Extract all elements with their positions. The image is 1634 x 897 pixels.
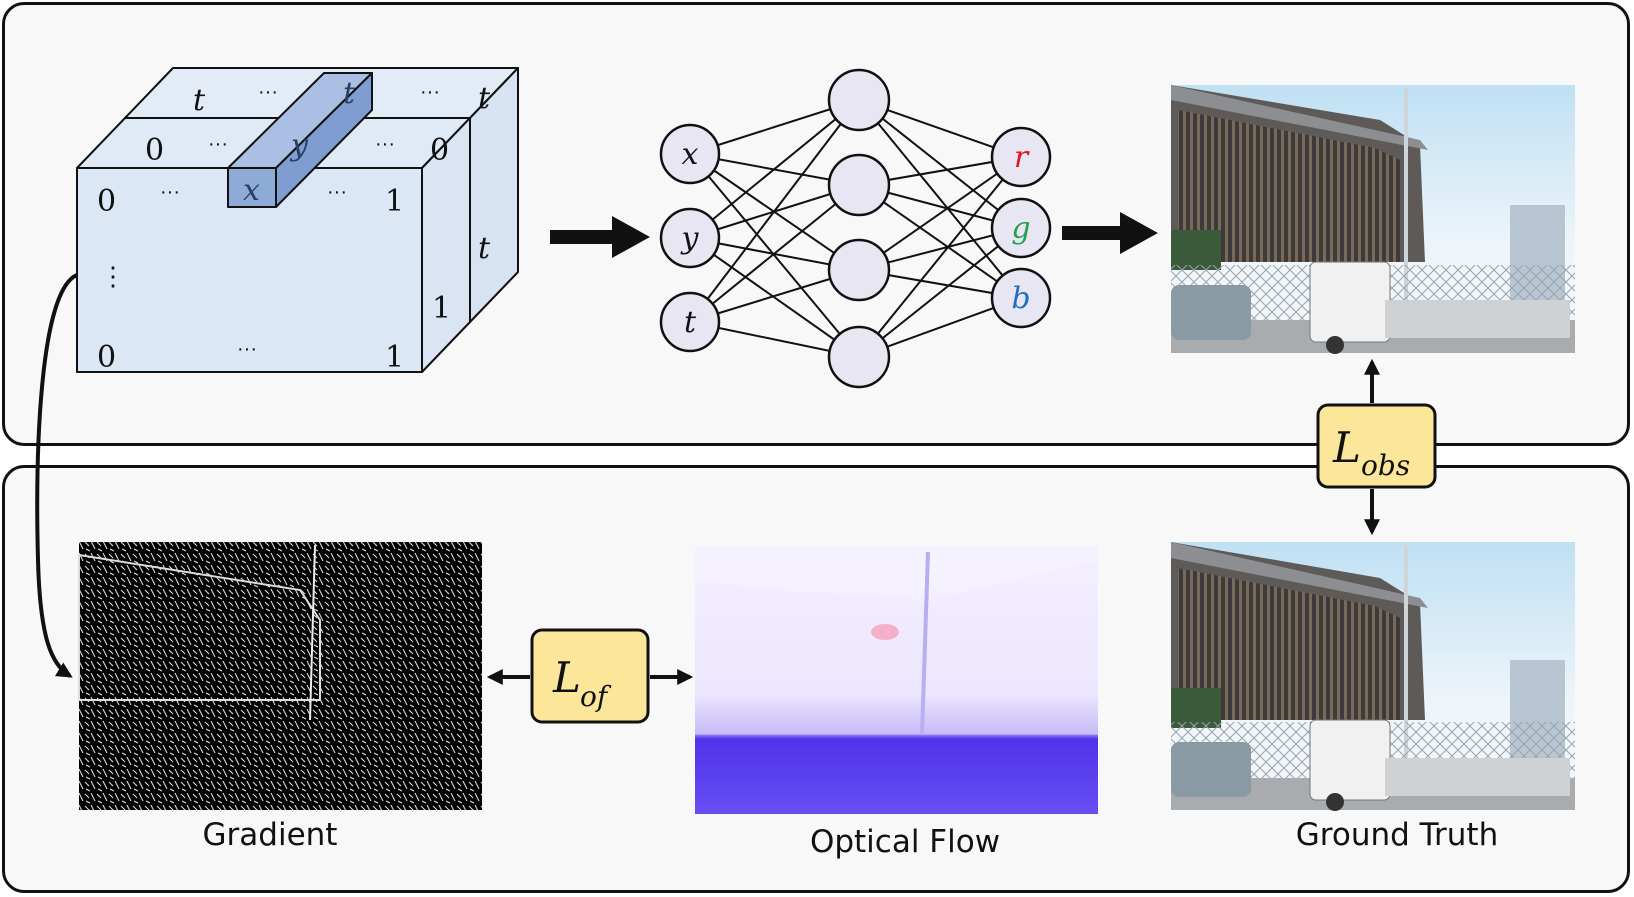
edge-in0-h3 bbox=[689, 153, 860, 358]
cube-back-t1: t bbox=[193, 83, 206, 118]
output-node-r-label: r bbox=[1014, 140, 1030, 175]
hidden-node-2 bbox=[827, 153, 891, 217]
bar-label-t: t bbox=[343, 76, 356, 111]
edge-in1-h0 bbox=[689, 99, 860, 239]
edge-h2-out0 bbox=[858, 156, 1022, 271]
loss-obs-base: L bbox=[1332, 423, 1361, 472]
output-node-g-label: g bbox=[1011, 211, 1030, 246]
edge-in2-h0 bbox=[689, 99, 860, 323]
cube-front-0-bl: 0 bbox=[97, 340, 116, 375]
network-edges bbox=[689, 99, 1022, 358]
cube-back-dots1: ··· bbox=[258, 81, 278, 103]
loss-obs-box: L obs bbox=[1316, 403, 1437, 489]
bar-front bbox=[227, 167, 277, 208]
cube-mid-side-1: 1 bbox=[432, 291, 451, 326]
network-nodes: x y t r gb bbox=[659, 68, 1052, 389]
hidden-node-4 bbox=[827, 325, 891, 389]
edge-h3-out1 bbox=[858, 227, 1022, 358]
cube-front-dots-top2: ··· bbox=[327, 181, 347, 203]
loss-of-base: L bbox=[552, 653, 581, 702]
cube-mid-dots-a: ··· bbox=[208, 133, 228, 155]
cube-mid-0b: 0 bbox=[430, 133, 449, 168]
ground-truth-image bbox=[1171, 542, 1575, 811]
output-node-r: r bbox=[990, 126, 1052, 188]
coordinate-cube bbox=[76, 67, 519, 373]
cube-front-0-tl: 0 bbox=[97, 184, 116, 219]
output-node-b-label: b bbox=[1011, 281, 1030, 316]
input-node-x-label: x bbox=[682, 137, 699, 172]
edge-h0-out2 bbox=[858, 99, 1022, 299]
cube-front-dots-bottom: ··· bbox=[237, 338, 257, 360]
cube-front-1-tr: 1 bbox=[385, 184, 404, 219]
input-node-x: x bbox=[659, 123, 721, 185]
bar-label-x: x bbox=[243, 173, 260, 208]
input-node-y: y bbox=[659, 207, 721, 269]
output-node-g: g bbox=[990, 197, 1052, 259]
arrow-network-to-output bbox=[1062, 212, 1158, 254]
cube-front-vdots: ⋮ bbox=[100, 261, 126, 291]
edge-h1-out2 bbox=[858, 184, 1022, 299]
bar-label-y: y bbox=[289, 128, 309, 163]
hidden-node-1 bbox=[827, 68, 891, 132]
input-node-t-label: t bbox=[684, 305, 697, 340]
cube-mid-0a: 0 bbox=[145, 133, 164, 168]
edge-h0-out1 bbox=[858, 99, 1022, 229]
edge-h3-out0 bbox=[858, 156, 1022, 358]
cube-front-1-br: 1 bbox=[385, 340, 404, 375]
caption-optical-flow: Optical Flow bbox=[810, 824, 1000, 860]
gradient-image bbox=[78, 542, 482, 810]
cube-mid-dots-b: ··· bbox=[375, 133, 395, 155]
arrow-cube-to-gradient bbox=[35, 273, 78, 678]
cube-back-dots2: ··· bbox=[420, 81, 440, 103]
loss-obs-sub: obs bbox=[1361, 449, 1410, 482]
cube-back-side-t: t bbox=[478, 231, 491, 266]
caption-gradient: Gradient bbox=[203, 817, 338, 853]
caption-ground-truth: Ground Truth bbox=[1296, 817, 1498, 853]
input-node-t: t bbox=[659, 291, 721, 353]
loss-of-sub: of bbox=[580, 680, 612, 713]
optical-flow-image bbox=[695, 546, 1098, 814]
hidden-node-3 bbox=[827, 238, 891, 302]
cube-front-dots-top: ··· bbox=[160, 181, 180, 203]
arrow-cube-to-network bbox=[550, 216, 650, 258]
loss-of-box: L of bbox=[530, 628, 650, 724]
output-image bbox=[1171, 85, 1575, 354]
output-node-b: b bbox=[990, 267, 1052, 329]
edge-in2-h1 bbox=[689, 184, 860, 323]
input-node-y-label: y bbox=[680, 221, 700, 256]
cube-back-t2: t bbox=[478, 81, 491, 116]
edge-in1-h3 bbox=[689, 237, 860, 358]
cube-labels: t ··· ··· t t 0 ··· ··· 0 1 0 ··· ··· 1 … bbox=[97, 76, 491, 375]
